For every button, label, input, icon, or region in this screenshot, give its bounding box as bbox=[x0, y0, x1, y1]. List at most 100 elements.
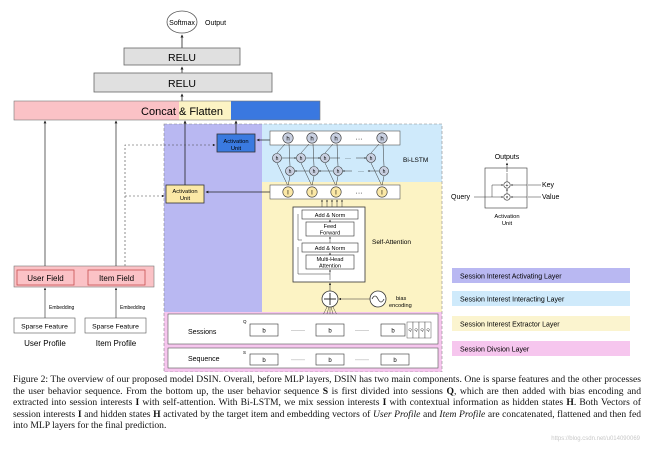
sparse-feature-user bbox=[13, 317, 76, 334]
lstm-cell-4b-label: h bbox=[383, 169, 386, 175]
softmax-node bbox=[166, 10, 198, 34]
legend-label-extractor: Session Interest Extractor Layer bbox=[460, 322, 560, 329]
lstm-cell-3b-label: h bbox=[337, 169, 340, 175]
caption-part-9: and bbox=[420, 408, 440, 420]
legend-swatch-extractor bbox=[452, 316, 630, 331]
sequence-cell-2: b bbox=[328, 358, 332, 364]
session-cell-3: b bbox=[391, 329, 395, 335]
q-mini-columns: Q Q Q Q bbox=[406, 321, 432, 339]
add-norm-top-label: Add & Norm bbox=[315, 213, 346, 219]
lstm-cell-4a-label: h bbox=[370, 156, 373, 162]
legend-swatch-interacting bbox=[452, 291, 630, 306]
caption-item-profile: Item Profile bbox=[439, 408, 486, 420]
relu-bottom-label: RELU bbox=[168, 78, 196, 90]
relu-top bbox=[123, 47, 241, 66]
au-value-label: Value bbox=[542, 194, 559, 201]
sequence-dots-2: ······· bbox=[355, 358, 369, 364]
watermark: https://blog.csdn.net/u014090069 bbox=[551, 436, 640, 442]
hidden-state-4-label: h bbox=[380, 137, 383, 143]
caption-user-profile: User Profile bbox=[372, 408, 421, 420]
transformer-arrows bbox=[297, 214, 331, 280]
caption-symbol-i3: I bbox=[77, 408, 82, 420]
lstm-ellipsis-a: ··· bbox=[345, 156, 351, 162]
hidden-state-2-label: h bbox=[310, 137, 313, 143]
caption-symbol-h2: H bbox=[153, 408, 161, 420]
lstm-cell-2a-label: h bbox=[300, 156, 303, 162]
svg-text:+: + bbox=[506, 183, 509, 189]
user-field-box bbox=[16, 269, 75, 286]
legend-label-activating: Session Interest Activating Layer bbox=[460, 274, 562, 281]
hidden-state-4 bbox=[376, 132, 388, 144]
caption-symbol-s: S bbox=[322, 385, 329, 397]
sequence-label: Sequence bbox=[188, 356, 220, 363]
caption-symbol-i1: I bbox=[135, 397, 140, 409]
svg-text:×: × bbox=[506, 195, 509, 201]
caption-part-6: . Both Vectors of session interests bbox=[13, 397, 642, 420]
session-cell-2: b bbox=[328, 329, 332, 335]
embedding-label-item: Embedding bbox=[120, 305, 146, 311]
add-norm-top bbox=[301, 209, 359, 220]
au-query-label: Query bbox=[451, 194, 471, 201]
q-mini-4: Q bbox=[426, 327, 429, 332]
caption-symbol-q: Q bbox=[446, 385, 454, 397]
item-field-box bbox=[87, 269, 146, 286]
au-outputs-label: Outputs bbox=[495, 154, 520, 161]
sparse-feature-item-label: Sparse Feature bbox=[92, 324, 139, 331]
lstm-cell-1b bbox=[285, 166, 295, 176]
embedding-label-user: Embedding bbox=[49, 305, 75, 311]
add-norm-bottom-label: Add & Norm bbox=[315, 246, 346, 252]
interest-2-label: I bbox=[311, 191, 313, 197]
sequence-cell-3: b bbox=[393, 358, 397, 364]
lstm-cells: h h h h h h h h ··· ··· bbox=[272, 153, 389, 176]
sequence-s-label: S bbox=[243, 350, 246, 355]
lstm-cell-3a-label: h bbox=[324, 156, 327, 162]
softmax-label: Softmax bbox=[169, 20, 195, 27]
lstm-connections bbox=[276, 143, 385, 187]
item-field-label: Item Field bbox=[99, 274, 134, 283]
caption-part-2: is first divided into sessions bbox=[328, 385, 447, 397]
lstm-cell-1b-label: h bbox=[289, 169, 292, 175]
session-interests: I I I I ··· bbox=[282, 186, 388, 198]
concat-yellow bbox=[179, 101, 231, 120]
lstm-cell-1a-label: h bbox=[276, 156, 279, 162]
lstm-cell-2b-label: h bbox=[313, 169, 316, 175]
interest-1 bbox=[282, 186, 294, 198]
q-mini-1: Q bbox=[408, 327, 411, 332]
lstm-cell-4b bbox=[379, 166, 389, 176]
user-field-label: User Field bbox=[27, 274, 63, 283]
lstm-cell-1a bbox=[272, 153, 282, 163]
lstm-cell-4a bbox=[366, 153, 376, 163]
caption-part-1: Figure 2: The overview of our proposed m… bbox=[13, 374, 641, 397]
hidden-states: h h h h ··· bbox=[282, 132, 388, 144]
lstm-ellipsis-b: ··· bbox=[358, 169, 364, 175]
concat-pink bbox=[14, 101, 179, 120]
caption-part-4: with self-attention. With Bi-LSTM, we mi… bbox=[139, 397, 383, 409]
bilstm-label: Bi-LSTM bbox=[403, 157, 428, 164]
sessions-q-label: Q bbox=[243, 319, 247, 324]
interest-1-label: I bbox=[287, 191, 289, 197]
relu-bottom bbox=[93, 72, 273, 93]
sparse-feature-item bbox=[84, 317, 147, 334]
caption-part-8: activated by the target item and embeddi… bbox=[160, 408, 373, 420]
legend-label-interacting: Session Interest Interacting Layer bbox=[460, 297, 565, 304]
legend-swatch-division bbox=[452, 341, 630, 356]
legend-swatch-activating bbox=[452, 268, 630, 283]
caption-part-7: and hidden states bbox=[81, 408, 154, 420]
sparse-feature-user-label: Sparse Feature bbox=[21, 324, 68, 331]
lstm-cell-2a bbox=[296, 153, 306, 163]
hidden-state-1 bbox=[282, 132, 294, 144]
interest-2 bbox=[306, 186, 318, 198]
sequence-box bbox=[167, 347, 439, 369]
lstm-cell-3a bbox=[320, 153, 330, 163]
interest-4 bbox=[376, 186, 388, 198]
interest-3-label: I bbox=[335, 191, 337, 197]
caption-symbol-i2: I bbox=[382, 397, 387, 409]
session-dots-1: ······· bbox=[291, 328, 305, 334]
dsin-architecture-diagram: Softmax Output RELU RELU Concat & Flatte… bbox=[13, 10, 630, 372]
sessions-label: Sessions bbox=[188, 329, 217, 336]
q-mini-3: Q bbox=[420, 327, 423, 332]
